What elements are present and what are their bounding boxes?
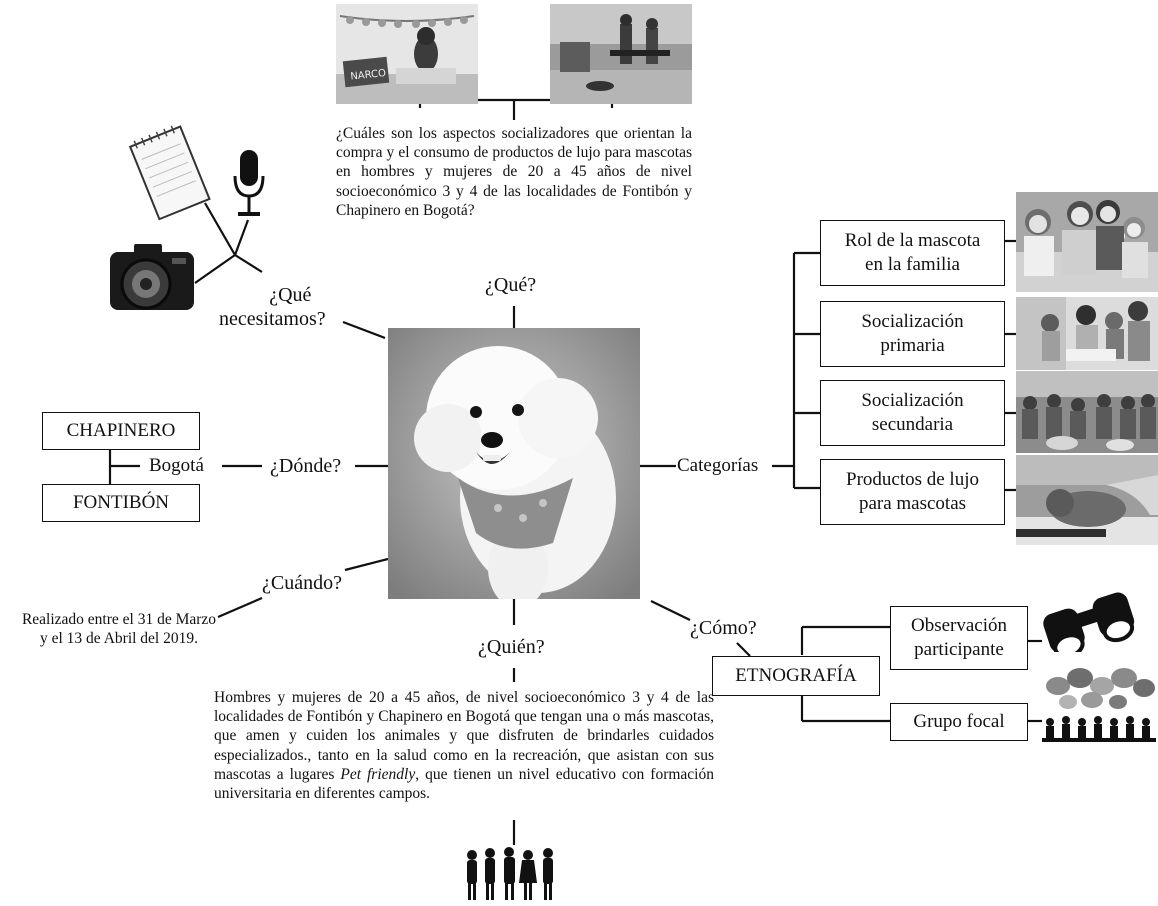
technique-observation-line1: Observación [910, 615, 1008, 636]
people-with-dogs-photo [1016, 371, 1158, 453]
needs-question-label: ¿Qué necesitamos? [219, 283, 326, 331]
technique-participant-observation-box: Observación participante [890, 606, 1028, 670]
city-bogota-label: Bogotá [149, 455, 204, 476]
category-1-line2: en la familia [865, 254, 960, 275]
needs-question-line2: necesitamos? [219, 308, 326, 330]
technique-observation-line2: participante [914, 639, 1004, 660]
focus-group-icon [1040, 664, 1158, 748]
narco-sign: NARCO [350, 68, 387, 83]
who-text-part2: , que tienen un nivel educativo con form… [214, 765, 714, 803]
pet-friendly-cafe-photo [550, 4, 692, 104]
who-question-label: ¿Quién? [478, 636, 545, 658]
category-4-line2: para mascotas [858, 493, 967, 514]
binoculars-icon [1040, 588, 1140, 659]
when-date-line2: y el 13 de Abril del 2019. [40, 630, 198, 647]
camera-icon [106, 236, 198, 314]
when-question-label: ¿Cuándo? [262, 572, 342, 594]
category-3-line2: secundaria [871, 414, 954, 435]
who-text-italic: Pet friendly [340, 765, 416, 783]
where-question-label: ¿Dónde? [270, 455, 342, 477]
how-question-label: ¿Cómo? [690, 617, 757, 639]
when-date-line1: Realizado entre el 31 de Marzo [21, 611, 217, 628]
microphone-icon [230, 148, 268, 220]
category-4-line1: Productos de lujo [846, 469, 979, 490]
ethnography-box: ETNOGRAFÍA [712, 656, 880, 696]
research-question-text: ¿Cuáles son los aspectos socializadores … [336, 125, 692, 219]
who-text-part1: Hombres y mujeres de 20 a 45 años, de ni… [214, 689, 714, 783]
who-description-text: Hombres y mujeres de 20 a 45 años, de ni… [214, 688, 714, 803]
notepad-icon [128, 122, 212, 230]
center-poodle-photo [388, 328, 640, 599]
category-pet-role-family-box: Rol de la mascota en la familia [820, 220, 1005, 286]
dog-spa-photo [1016, 455, 1158, 545]
dog-birthday-party-photo: NARCO [336, 4, 478, 104]
locality-chapinero-box: CHAPINERO [42, 412, 200, 450]
categories-label: Categorías [677, 455, 759, 476]
when-date-text: Realizado entre el 31 de Marzo y el 13 d… [6, 610, 232, 648]
category-luxury-products-box: Productos de lujo para mascotas [820, 459, 1005, 525]
category-2-line2: primaria [880, 335, 945, 356]
needs-question-line1: ¿Qué [269, 284, 312, 306]
category-2-line1: Socialización [861, 311, 964, 332]
family-with-dog-photo [1016, 192, 1158, 292]
category-primary-socialization-box: Socialización primaria [820, 301, 1005, 367]
technique-focus-group-box: Grupo focal [890, 703, 1028, 741]
locality-fontibon-box: FONTIBÓN [42, 484, 200, 522]
family-reading-photo [1016, 297, 1158, 370]
people-silhouettes-icon [462, 845, 562, 901]
category-3-line1: Socialización [861, 390, 964, 411]
category-secondary-socialization-box: Socialización secundaria [820, 380, 1005, 446]
what-question-label: ¿Qué? [485, 274, 537, 296]
category-1-line1: Rol de la mascota [844, 230, 981, 251]
